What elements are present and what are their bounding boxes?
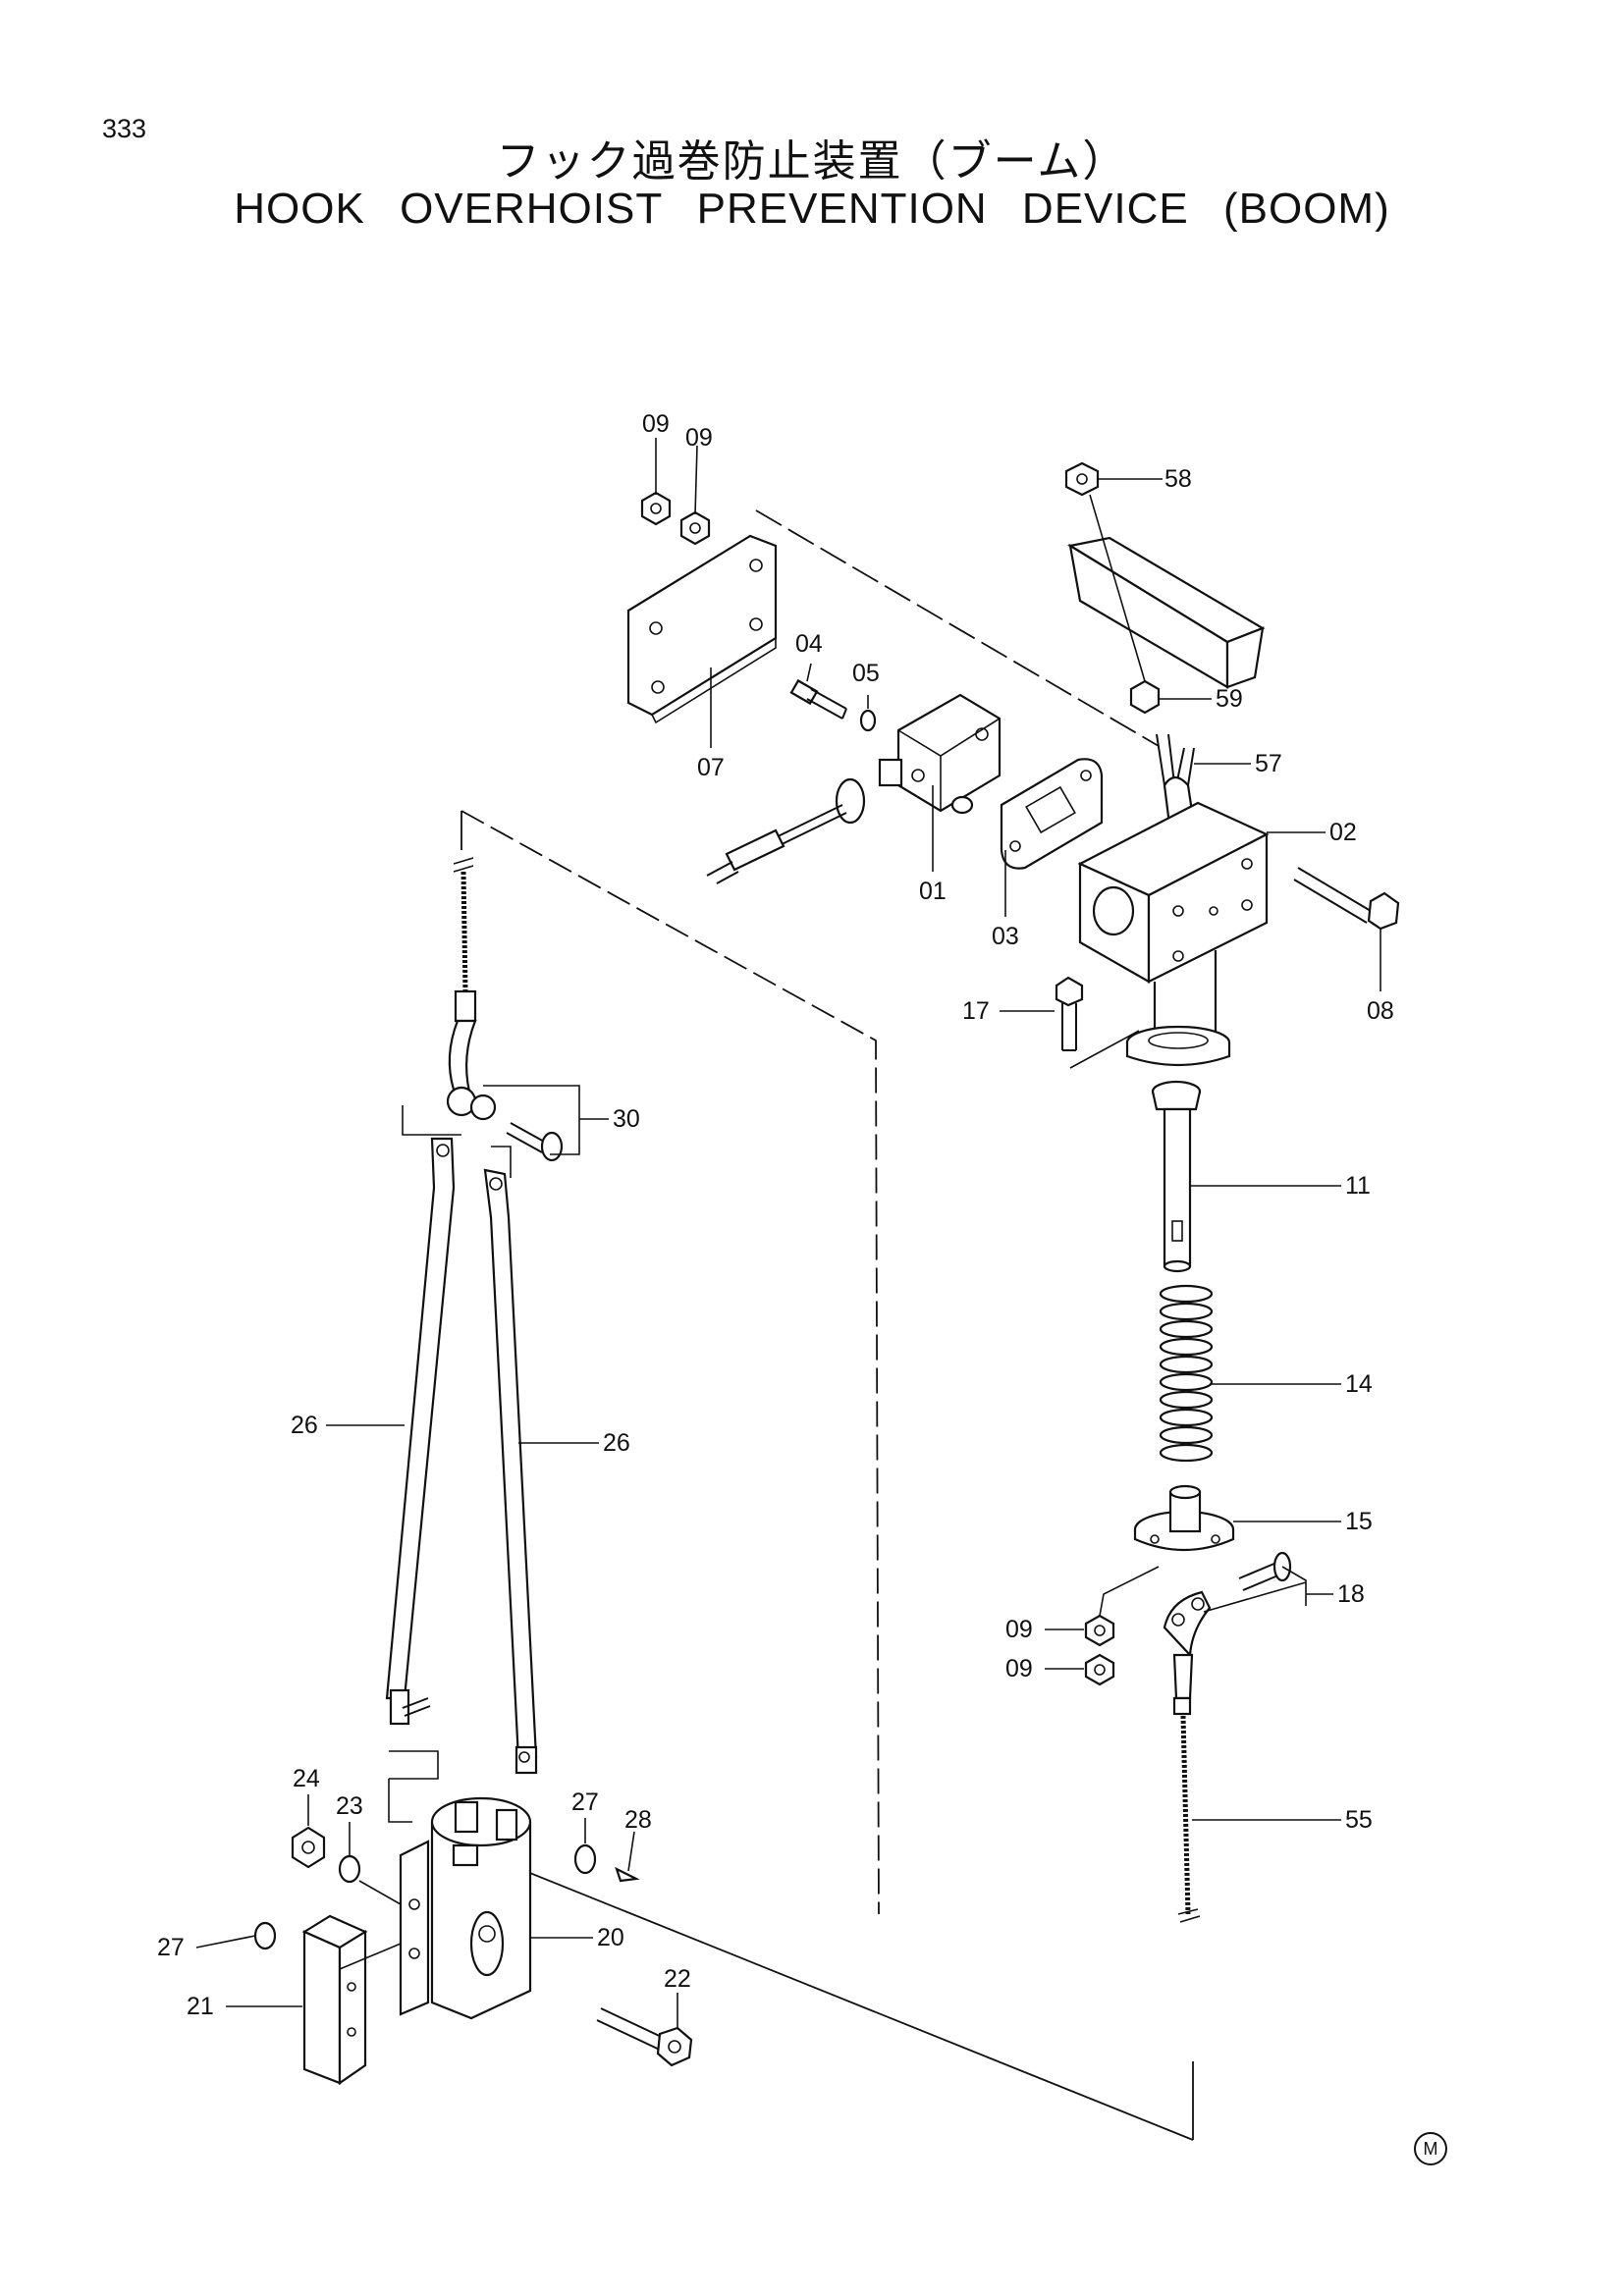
plate-07 xyxy=(626,534,778,724)
callout-09: 09 xyxy=(1005,1616,1033,1643)
callout-26: 26 xyxy=(291,1412,318,1439)
callout-23: 23 xyxy=(336,1792,363,1820)
page-number: 333 xyxy=(102,114,147,143)
leader-lines xyxy=(195,438,1381,2028)
wire-rope-top xyxy=(448,857,477,1094)
callout-21: 21 xyxy=(187,1993,214,2020)
plunger-rod-11 xyxy=(1151,1080,1202,1273)
gasket-03 xyxy=(1000,758,1104,870)
callout-09: 09 xyxy=(685,424,713,452)
swivel-body-20 xyxy=(430,1796,532,2020)
assembly-frame-lines xyxy=(460,509,1194,2141)
manufacturer-mark: M xyxy=(1414,2132,1447,2165)
pin-18 xyxy=(1238,1551,1292,1591)
washer-27-left xyxy=(253,1921,277,1950)
callout-22: 22 xyxy=(664,1965,691,1993)
callout-15: 15 xyxy=(1345,1508,1373,1535)
cotter-pin-28 xyxy=(615,1866,640,1883)
side-plate xyxy=(399,1840,430,2016)
block-21 xyxy=(301,1914,368,2086)
bolt-17 xyxy=(1055,976,1140,1069)
callout-55: 55 xyxy=(1345,1806,1373,1834)
callout-30: 30 xyxy=(613,1105,640,1133)
bolt-22 xyxy=(596,2007,693,2067)
callout-03: 03 xyxy=(992,923,1019,950)
callout-24: 24 xyxy=(293,1765,320,1792)
callout-08: 08 xyxy=(1367,997,1394,1025)
callout-18: 18 xyxy=(1337,1580,1365,1608)
link-26-right xyxy=(483,1168,538,1775)
spring-seat-15 xyxy=(1133,1484,1235,1552)
wire-rope-55 xyxy=(1177,1715,1201,1923)
callout-27: 27 xyxy=(157,1934,185,1961)
callout-28: 28 xyxy=(624,1806,652,1834)
title-english: HOOK OVERHOIST PREVENTION DEVICE (BOOM) xyxy=(234,185,1390,233)
nut-09-bottom-lower xyxy=(1084,1653,1115,1686)
nut-58 xyxy=(1064,461,1100,497)
bolt-04 xyxy=(789,678,847,720)
callout-09: 09 xyxy=(642,410,670,438)
callout-14: 14 xyxy=(1345,1370,1373,1398)
callout-20: 20 xyxy=(597,1924,624,1951)
callout-58: 58 xyxy=(1164,465,1192,493)
nut-09-bottom-upper xyxy=(1084,1566,1160,1647)
shackle-30 xyxy=(446,1086,564,1162)
callout-17: 17 xyxy=(962,997,990,1025)
callout-26: 26 xyxy=(603,1429,630,1457)
plate-frame xyxy=(388,1105,512,1823)
limit-switch-01 xyxy=(706,693,1001,884)
spring-14 xyxy=(1159,1284,1214,1463)
cable-eye xyxy=(1163,1590,1212,1716)
callout-04: 04 xyxy=(795,630,823,658)
callout-07: 07 xyxy=(697,754,725,781)
callout-59: 59 xyxy=(1216,685,1243,713)
angle-cover xyxy=(1067,536,1266,689)
callout-05: 05 xyxy=(852,660,880,687)
washer-23 xyxy=(338,1854,361,1884)
callout-27: 27 xyxy=(571,1789,599,1816)
callout-02: 02 xyxy=(1329,819,1357,846)
nut-59 xyxy=(1129,679,1161,715)
callout-57: 57 xyxy=(1255,750,1282,777)
callout-01: 01 xyxy=(919,878,947,905)
callout-09: 09 xyxy=(1005,1655,1033,1682)
callout-11: 11 xyxy=(1345,1172,1371,1200)
washer-27-right xyxy=(573,1843,597,1875)
washer-05 xyxy=(859,709,877,732)
housing-02 xyxy=(1077,801,1270,1067)
nut-09-top-right xyxy=(679,510,711,546)
bolt-08 xyxy=(1293,867,1400,931)
nut-24 xyxy=(291,1826,326,1869)
link-26-left xyxy=(385,1137,456,1726)
nut-09-top-left xyxy=(640,491,672,526)
title-japanese: フック過巻防止装置（ブーム） xyxy=(496,136,1128,187)
